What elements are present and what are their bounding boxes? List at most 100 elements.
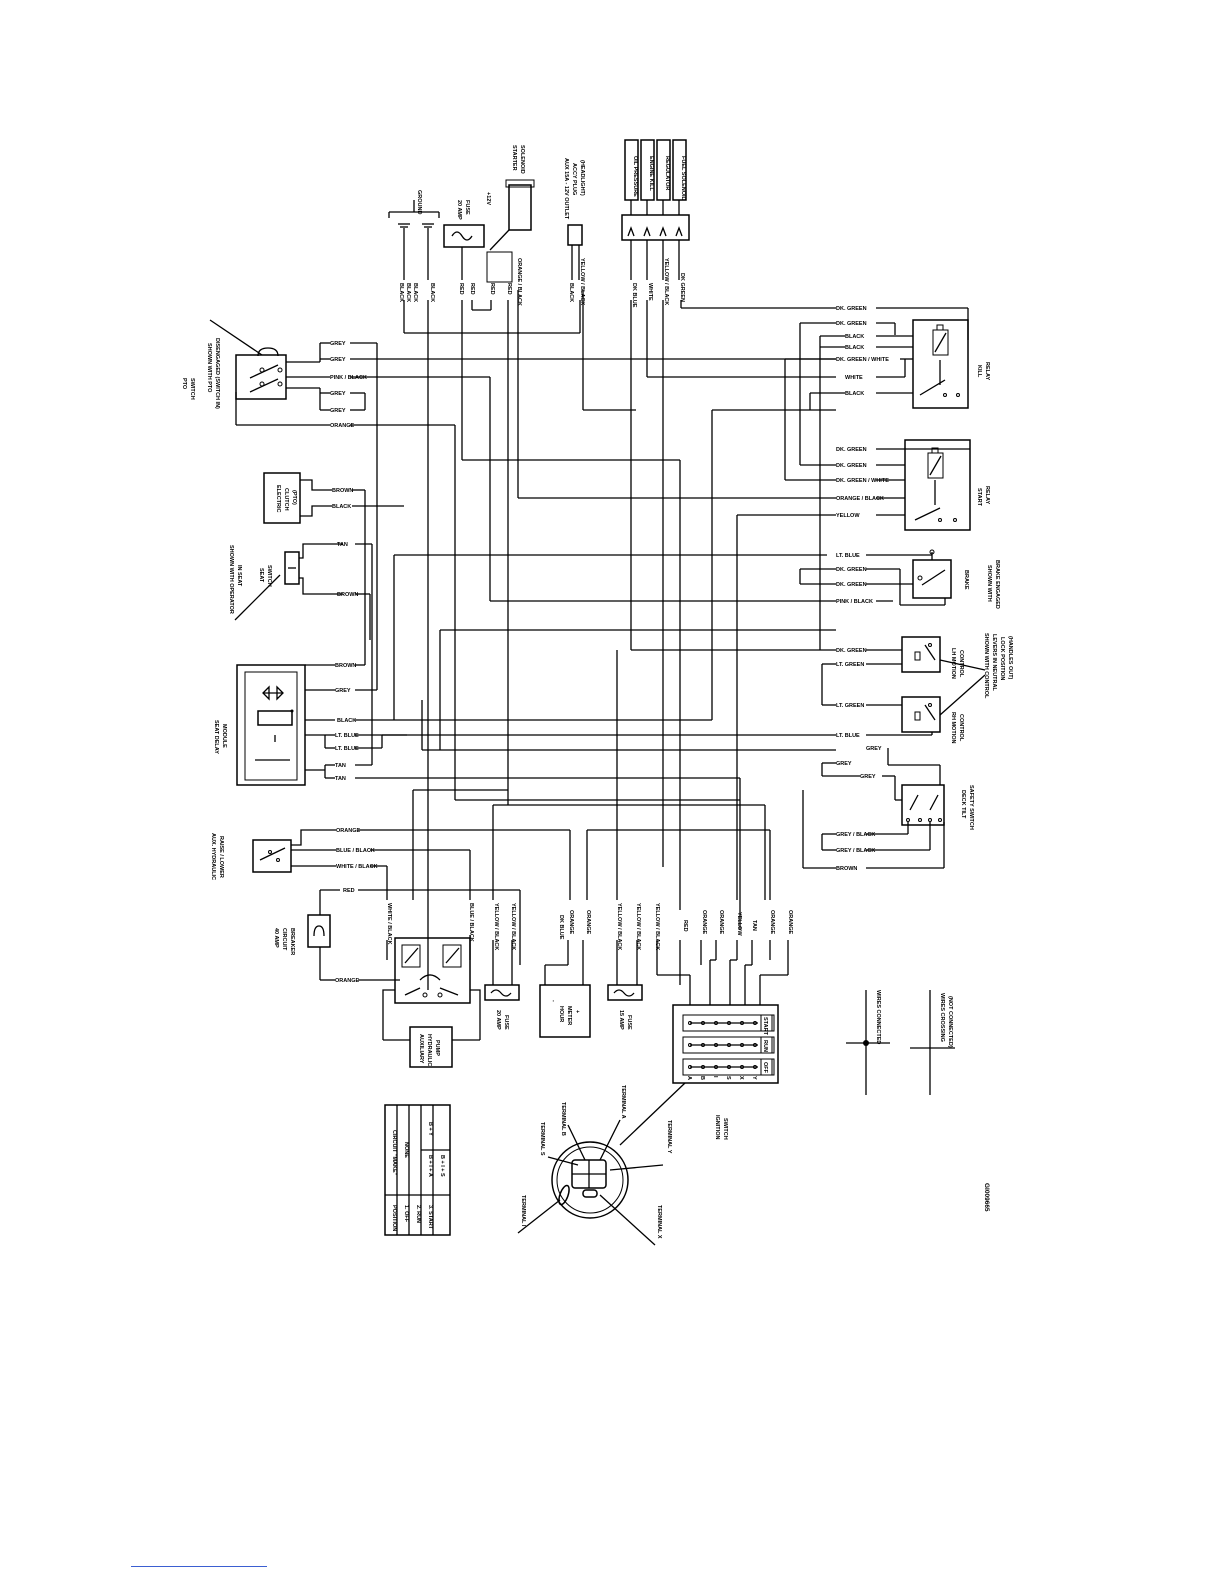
start-relay-label: START [976, 488, 982, 507]
motion-note: SHOWN WITH CONTROL [983, 633, 989, 699]
wire-label: RED [682, 920, 688, 932]
pto-switch-label2: SWITCH [189, 378, 195, 400]
starter-label2: SOLENOID [519, 145, 525, 174]
aux-outlet: AUX 15A - 12V OUTLET ACCY PLUG (HEADLIGH… [563, 158, 585, 280]
starter-solenoid: STARTER SOLENOID [486, 145, 535, 283]
fuse15-label2: FUSE [626, 1015, 632, 1030]
oil-pressure-label: OIL PRESSURE [632, 156, 638, 197]
terminal-b-label: TERMINAL B [560, 1102, 566, 1136]
kill-relay: KILL RELAY DK. GREEN DK. GREEN BLACK BLA… [784, 306, 990, 650]
clutch-label2: CLUTCH [283, 488, 289, 511]
wire-label: GREY [330, 341, 346, 347]
ign-term: I [712, 1076, 718, 1078]
ground-label: GROUND [416, 190, 422, 214]
hour-meter-label: HOUR [558, 1006, 564, 1022]
wires-crossing-label: WIRES CROSSING [939, 993, 945, 1042]
ign-label: IGNITION [714, 1115, 720, 1139]
wire-label: ORANGE [585, 910, 591, 934]
ign-pos-run: RUN [762, 1040, 768, 1052]
ign-term: S [725, 1076, 731, 1080]
ignition-terminal-face: TERMINAL S TERMINAL B TERMINAL A TERMINA… [517, 1085, 672, 1246]
wire-label: LT. GREEN [836, 662, 864, 668]
wire-label: YELLOW / BLACK [616, 903, 622, 950]
pto-switch: PTO SWITCH SHOWN WITH PTO DISENGAGED (SW… [181, 319, 836, 800]
wire-label: ORANGE [330, 423, 354, 429]
wire-label: YELLOW [736, 912, 742, 936]
breaker-label3: BREAKER [289, 928, 295, 955]
brake-switch: BRAKE SHOWN WITH BRAKE ENGAGED LT. BLUE … [799, 549, 1000, 609]
wire-label: YELLOW [836, 513, 860, 519]
wire-label: DK. GREEN [836, 648, 867, 654]
wire-label: TAN [335, 776, 346, 782]
wire-label: LT. BLUE [836, 553, 860, 559]
wire-label: DK BLUE [631, 283, 637, 308]
aux-hyd-label: AUX. HYDRAULIC [210, 833, 216, 880]
motion-note4: (HANDLES OUT) [1007, 636, 1013, 680]
lh-motion-label: LH MOTION [950, 648, 956, 679]
wire-label: GREY [836, 761, 852, 767]
fuse-15: 15 AMP FUSE [607, 984, 643, 1030]
deck-tilt-switch: DECK TILT SAFETY SWITCH GREY GREY GREY G… [802, 746, 974, 872]
seat-switch: SEAT SWITCH SHOWN WITH OPERATOR IN SEAT … [228, 542, 373, 765]
wire-label: DK. GREEN [836, 567, 867, 573]
ground-symbol: GROUND [388, 190, 440, 280]
start-relay-label2: RELAY [984, 486, 990, 504]
wire-label: LT. BLUE [836, 733, 860, 739]
fuse-20-bottom: 20 AMP FUSE [484, 984, 520, 1030]
bottom-wire-labels: WHITE / BLACK BLUE / BLACK YELLOW / BLAC… [386, 903, 793, 950]
regulator-label: REGULATOR [664, 156, 670, 190]
fuel-solenoid-label: FUEL SOLENOID [680, 156, 686, 201]
breaker-label2: CIRCUIT [281, 928, 287, 951]
wire-label: GREY [866, 746, 882, 752]
wire-label: GREY [330, 408, 346, 414]
wire-label: YELLOW / BLACK [493, 903, 499, 950]
wire-label: TAN [751, 920, 757, 931]
seat-note2: IN SEAT [236, 565, 242, 587]
fuse-20-top: 20 AMP FUSE +12V [443, 192, 491, 280]
wire-label: BLUE / BLACK [468, 903, 474, 942]
ignition-switch: START RUN OFF A B I S X Y IGNITION SWITC… [619, 1004, 779, 1146]
circuit-breaker: 40 AMP CIRCUIT BREAKER ORANGE [273, 914, 400, 984]
breaker-label: 40 AMP [273, 928, 279, 948]
aux-hydraulic-switch: AUX. HYDRAULIC RAISE / LOWER ORANGE BLUE… [210, 828, 571, 965]
wires-crossing-label2: (NOT CONNECTED) [947, 996, 953, 1048]
wire-label: GREY [330, 391, 346, 397]
motion-note3: LOCK POSITION [999, 637, 1005, 680]
wire-label: BLACK [337, 718, 356, 724]
circuit-table: POSITION CIRCUIT "MAKE" 1. OFF NONE B + … [384, 1104, 451, 1236]
brake-label: BRAKE [963, 570, 969, 590]
wire-label: BLACK [845, 391, 864, 397]
wire-label: ORANGE / BLACK [516, 258, 522, 306]
rh-motion-label: RH MOTION [950, 712, 956, 743]
pto-switch-label: PTO [181, 378, 187, 390]
wire-label: ORANGE [335, 978, 359, 984]
ign-pos-start: START [762, 1017, 768, 1036]
wire-label: DK. GREEN [836, 463, 867, 469]
wire-label: DK GREEN [679, 273, 685, 302]
wires-connected-label: WIRES CONNECTED [875, 990, 881, 1044]
wire-label: DK. GREEN [836, 306, 867, 312]
ign-term: B [699, 1076, 705, 1080]
wire-label: GREY [335, 688, 351, 694]
wire-label: GREY / BLACK [836, 832, 875, 838]
table-cell: B + I + S [439, 1155, 445, 1177]
wire-label: YELLOW / BLACK [654, 903, 660, 950]
wire-label: ORANGE [718, 910, 724, 934]
wire-label: WHITE / BLACK [336, 864, 378, 870]
ign-pos-off: OFF [762, 1062, 768, 1074]
wire-label: BLACK [398, 283, 404, 302]
wire-label: BLACK [429, 283, 435, 302]
wire-label: BLACK [405, 283, 411, 302]
wire-label: YELLOW / BLACK [510, 903, 516, 950]
wire-label: GREY [330, 357, 346, 363]
wire-label: BROWN [836, 866, 857, 872]
table-cell: 2. RUN [415, 1205, 421, 1223]
wire-label: WHITE [845, 375, 863, 381]
footer-link-line [131, 1566, 267, 1567]
wire-label: DK. GREEN / WHITE [836, 357, 889, 363]
pto-note2: DISENGAGED (SWITCH IN) [214, 338, 220, 409]
wire-label: BLACK [845, 345, 864, 351]
pump-label3: PUMP [434, 1040, 440, 1056]
aux-outlet-label3: (HEADLIGHT) [579, 160, 585, 196]
